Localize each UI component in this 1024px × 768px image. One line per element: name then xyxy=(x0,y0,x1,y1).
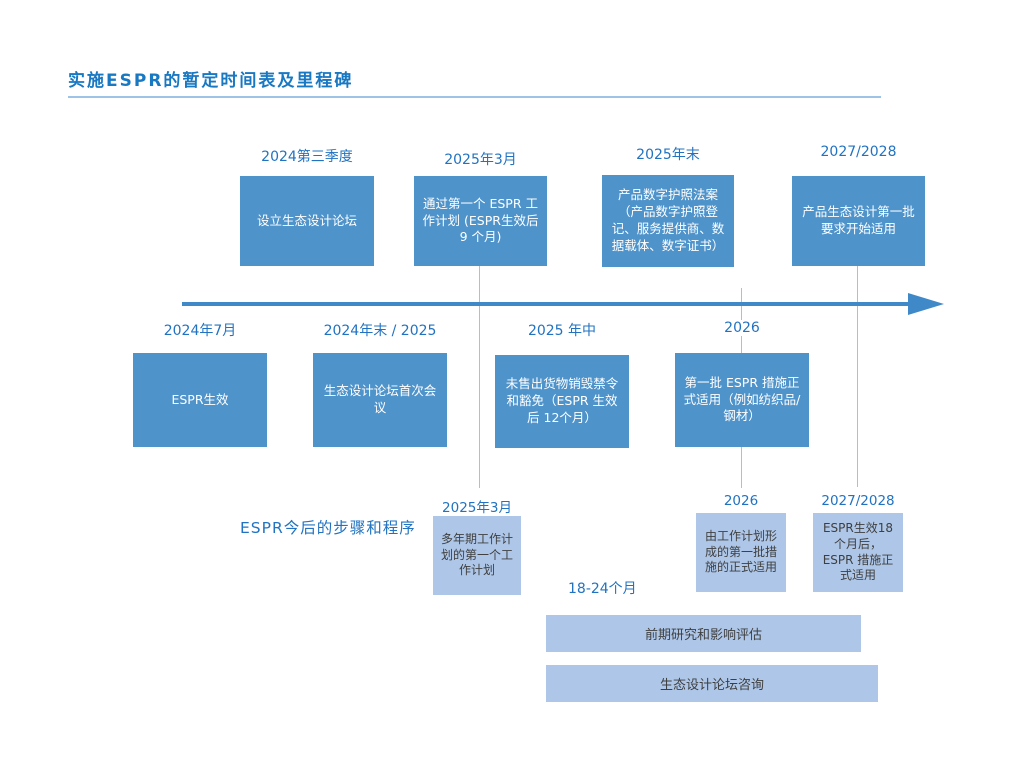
milestone-box-destruction-ban: 未售出货物销毁禁令和豁免（ESPR 生效后 12个月） xyxy=(495,355,629,448)
step-box-first-batch-measures: 由工作计划形成的第一批措施的正式适用 xyxy=(696,513,786,592)
milestone-label-2027-2028-upper: 2027/2028 xyxy=(792,144,925,160)
bar-preparatory-studies: 前期研究和影响评估 xyxy=(546,615,861,652)
step-box-measures-apply-18-months: ESPR生效18 个月后，ESPR 措施正式适用 xyxy=(813,513,903,592)
milestone-box-digital-passport-act: 产品数字护照法案（产品数字护照登记、服务提供商、数据载体、数字证书） xyxy=(602,175,734,267)
milestone-box-first-working-plan: 通过第一个 ESPR 工作计划 (ESPR生效后 9 个月) xyxy=(414,176,547,266)
timeline-axis xyxy=(182,302,910,306)
step-box-multiyear-working-plan: 多年期工作计划的第一个工作计划 xyxy=(433,516,521,595)
step-label-2027-2028: 2027/2028 xyxy=(813,493,903,509)
milestone-label-2026-lower: 2026 xyxy=(675,320,809,336)
next-steps-heading: ESPR今后的步骤和程序 xyxy=(240,519,416,537)
milestone-label-2024-july: 2024年7月 xyxy=(133,320,267,340)
milestone-box-first-requirements-apply: 产品生态设计第一批要求开始适用 xyxy=(792,176,925,266)
duration-label-18-24-months: 18-24个月 xyxy=(568,581,637,597)
page-title: 实施ESPR的暂定时间表及里程碑 xyxy=(68,71,354,91)
milestone-box-espr-in-force: ESPR生效 xyxy=(133,353,267,447)
milestone-label-2024-end-2025: 2024年末 / 2025 xyxy=(313,320,447,340)
step-label-2026: 2026 xyxy=(696,493,786,509)
title-divider xyxy=(68,96,881,98)
milestone-box-first-measures-apply: 第一批 ESPR 措施正式适用（例如纺织品/钢材） xyxy=(675,353,809,447)
milestone-label-2025-end: 2025年末 xyxy=(602,144,734,164)
milestone-box-forum-first-meeting: 生态设计论坛首次会议 xyxy=(313,353,447,447)
step-label-2025-march: 2025年3月 xyxy=(433,496,521,516)
timeline-arrowhead-icon xyxy=(908,293,944,315)
bar-forum-consultation: 生态设计论坛咨询 xyxy=(546,665,878,702)
milestone-box-ecodesign-forum: 设立生态设计论坛 xyxy=(240,176,374,266)
connector-line-2025-march xyxy=(479,263,480,488)
connector-line-2027-2028 xyxy=(857,266,858,487)
milestone-label-2025-mid: 2025 年中 xyxy=(495,320,629,340)
milestone-label-2024-q3: 2024第三季度 xyxy=(240,146,374,166)
milestone-label-2025-march: 2025年3月 xyxy=(414,149,547,169)
